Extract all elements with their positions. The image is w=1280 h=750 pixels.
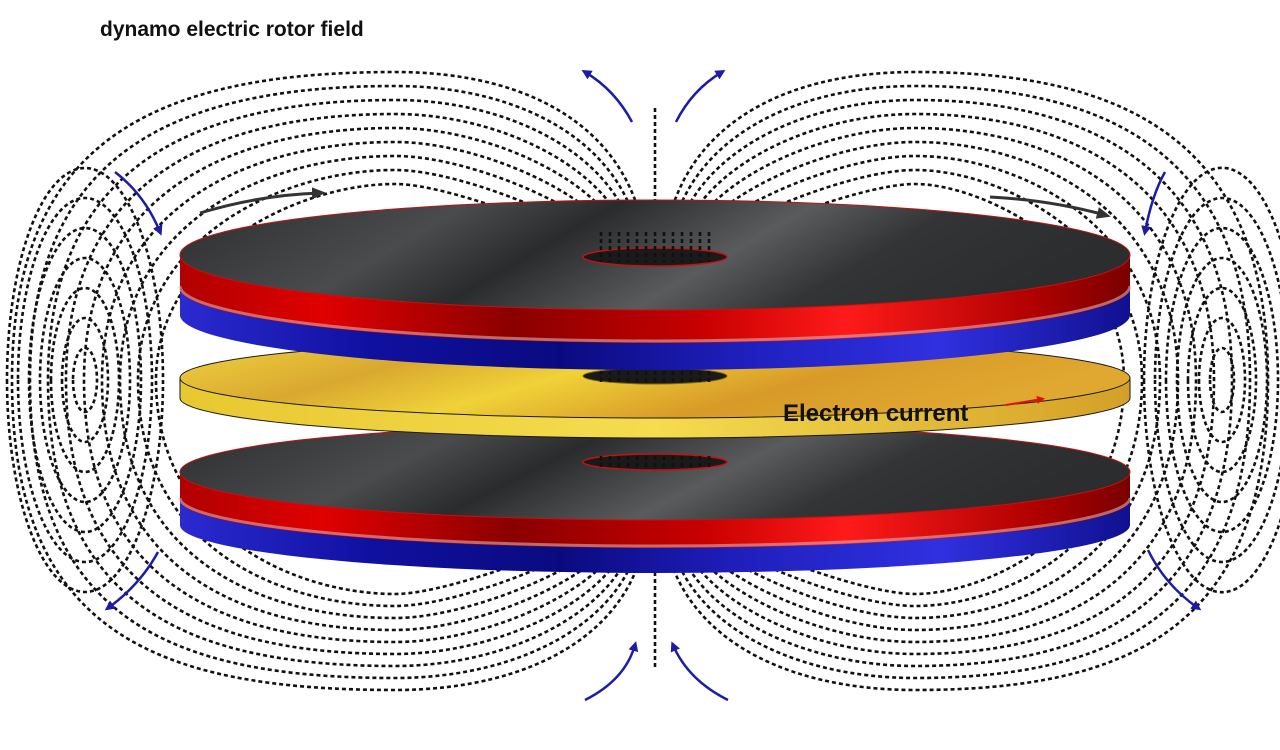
field-line-left bbox=[10, 70, 649, 692]
field-loop-right bbox=[1175, 256, 1269, 504]
electron-current-label: Electron current bbox=[783, 400, 968, 427]
field-loop-left bbox=[27, 226, 143, 534]
current-direction-arrow bbox=[1005, 395, 1045, 406]
field-loop-left bbox=[60, 316, 110, 444]
field-line-right bbox=[681, 126, 1198, 644]
flow-arrow-right-lower bbox=[1146, 549, 1202, 611]
rotation-arrow-right bbox=[989, 195, 1111, 219]
field-loop-right bbox=[1164, 226, 1280, 534]
field-line-right bbox=[702, 182, 1126, 596]
field-line-left bbox=[64, 112, 634, 656]
field-line-left bbox=[154, 182, 608, 596]
field-loop-right bbox=[1142, 166, 1280, 594]
top-magnet-disk bbox=[178, 199, 1132, 370]
field-loop-right bbox=[1197, 316, 1247, 444]
field-line-left bbox=[82, 126, 629, 644]
magnetic-field-lines bbox=[5, 70, 1280, 692]
field-line-right bbox=[666, 84, 1252, 680]
field-line-right bbox=[696, 168, 1144, 608]
field-loop-left bbox=[5, 166, 165, 594]
field-loop-left bbox=[38, 256, 132, 504]
flow-arrow-left-lower bbox=[104, 551, 160, 611]
flow-arrow-bottom-right bbox=[670, 641, 729, 702]
field-line-right bbox=[676, 112, 1216, 656]
rotation-arrow-left bbox=[199, 187, 326, 215]
field-line-left bbox=[100, 140, 624, 632]
field-loop-left bbox=[71, 346, 99, 414]
flow-arrow-top-right bbox=[674, 69, 726, 123]
field-line-left bbox=[136, 168, 614, 608]
field-line-right bbox=[686, 140, 1180, 632]
bottom-magnet-disk bbox=[178, 423, 1132, 573]
axial-field-lines bbox=[599, 232, 711, 468]
flow-arrow-top-left bbox=[581, 69, 634, 123]
field-loop-right bbox=[1208, 346, 1236, 414]
field-line-right bbox=[661, 70, 1270, 692]
flow-arrow-left-upper bbox=[114, 171, 163, 236]
flow-arrow-bottom-left bbox=[584, 641, 639, 702]
flow-arrow-right-upper bbox=[1141, 171, 1167, 236]
field-loop-left bbox=[49, 286, 121, 474]
field-loop-right bbox=[1186, 286, 1258, 474]
diagram-title: dynamo electric rotor field bbox=[100, 18, 364, 41]
field-line-right bbox=[671, 98, 1234, 668]
field-loop-right bbox=[1153, 196, 1280, 564]
